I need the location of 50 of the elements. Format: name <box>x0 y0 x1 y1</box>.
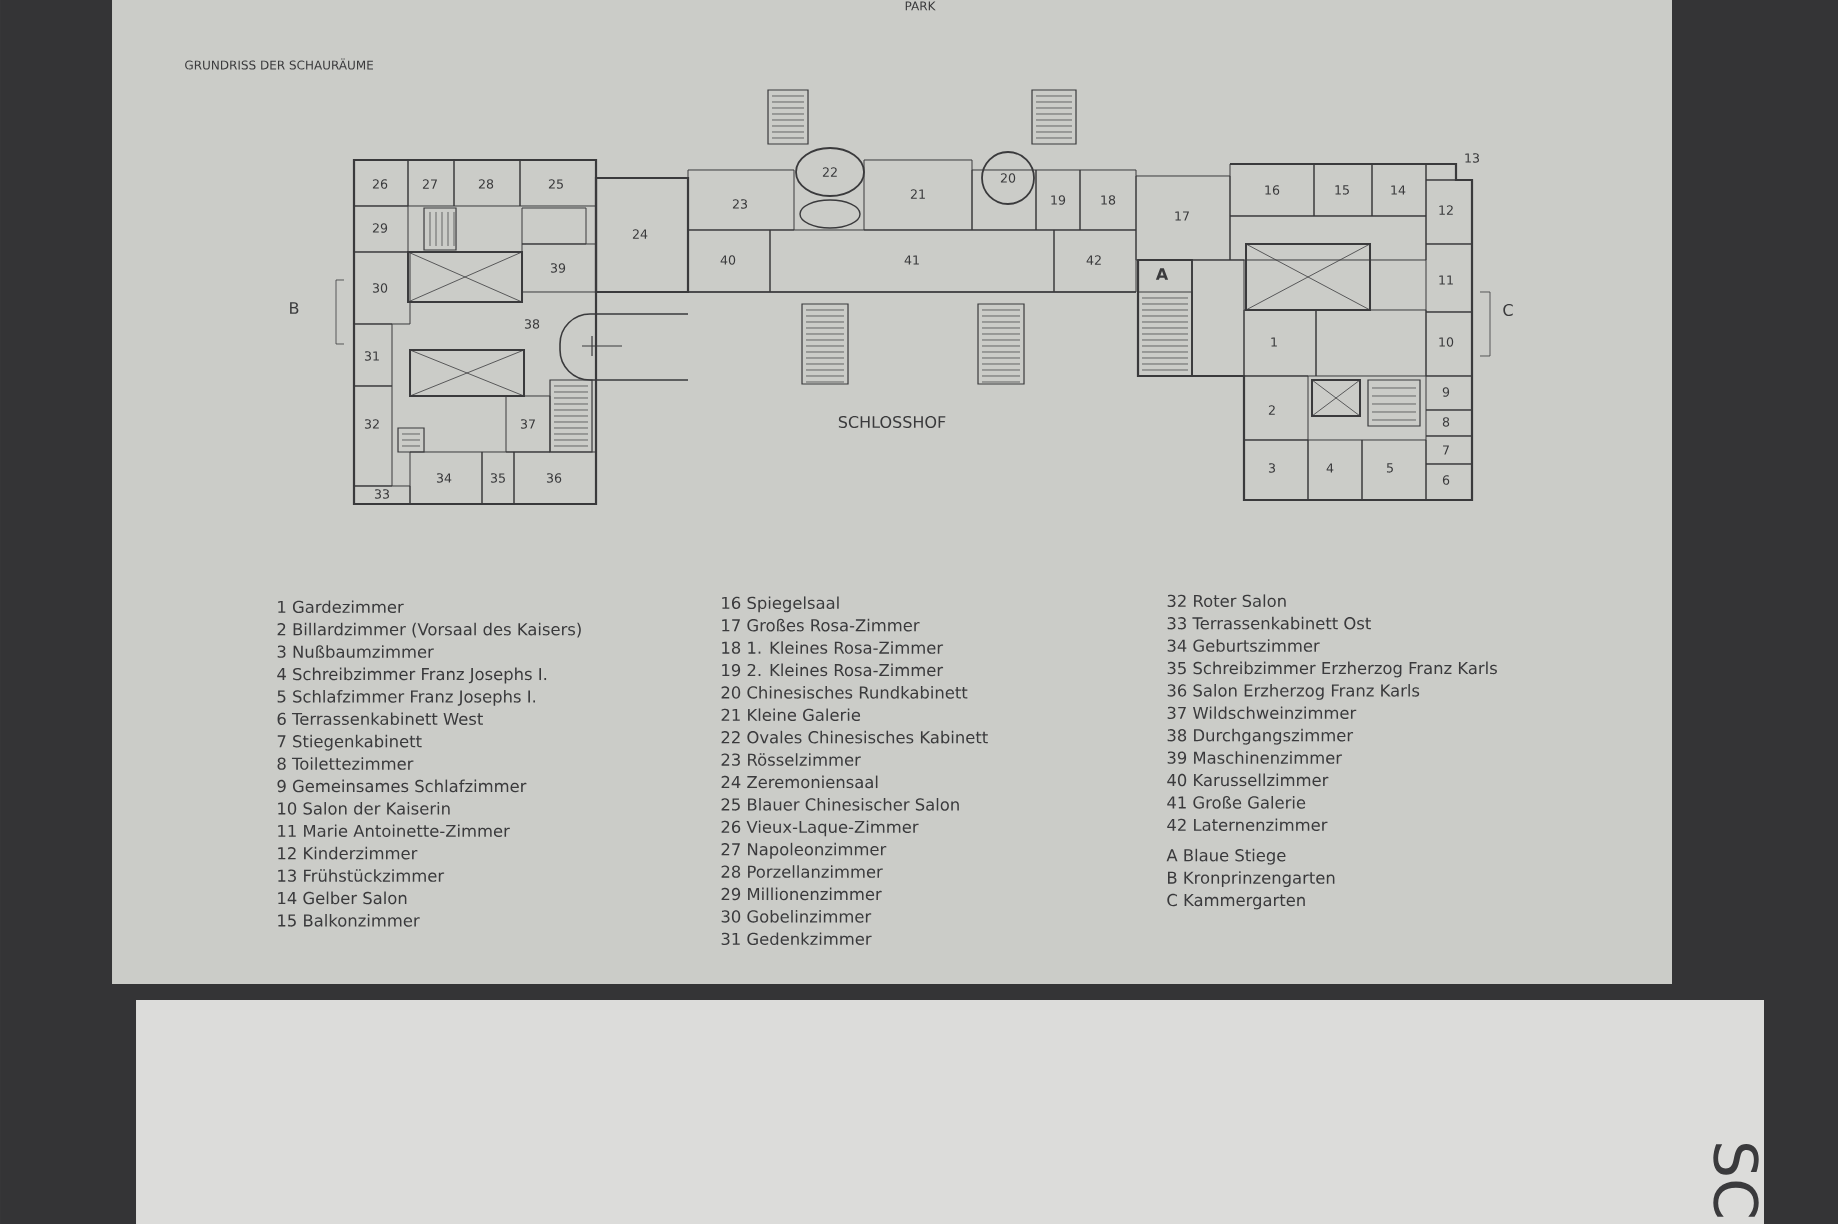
room-key-entry: 11 Marie Antoinette-Zimmer <box>278 824 510 838</box>
room-key-entry: C Kammergarten <box>1167 893 1305 910</box>
room-key-entry: B Kronprinzengarten <box>1168 871 1335 888</box>
room-key-entry: 1 Gardezimmer <box>278 600 404 614</box>
room-key-entry: 4 Schreibzimmer Franz Josephs I. <box>277 667 547 684</box>
room-key-entry: 29 Millionenzimmer <box>721 887 882 901</box>
room-key-entry: 31 Gedenkzimmer <box>721 932 872 946</box>
room-key-entry: 30 Gobelinzimmer <box>721 910 872 923</box>
room-key-entry: 14 Gelber Salon <box>278 891 407 905</box>
room-key-entry: 32 Roter Salon <box>1167 594 1286 608</box>
room-key-entry: 3 Nußbaumzimmer <box>277 645 434 658</box>
cut-off-heading: SC <box>1713 1143 1759 1217</box>
garden-label: B <box>290 302 299 314</box>
room-key-entry: 16 Spiegelsaal <box>722 596 839 613</box>
room-key-entry: 26 Vieux-Laque-Zimmer <box>721 820 919 837</box>
room-key-entry: 9 Gemeinsames Schlafzimmer <box>277 779 527 793</box>
room-key-entry: 22 Ovales Chinesisches Kabinett <box>721 730 988 744</box>
room-key-entry: 19 2. Kleines Rosa-Zimmer <box>722 663 944 677</box>
room-key-entry: 42 Laternenzimmer <box>1167 818 1328 832</box>
room-key-entry: 28 Porzellanzimmer <box>721 865 883 878</box>
room-key-entry: 24 Zeremoniensaal <box>721 775 878 789</box>
room-key-entry: 40 Karussellzimmer <box>1167 773 1329 787</box>
room-key-entry: 38 Durchgangszimmer <box>1167 728 1354 745</box>
room-key-entry: 36 Salon Erzherzog Franz Karls <box>1167 684 1420 700</box>
room-key-entry: 8 Toilettezimmer <box>277 757 414 770</box>
room-key-entry: 18 1. Kleines Rosa-Zimmer <box>722 641 944 654</box>
courtyard-label: SCHLOSSHOF <box>838 415 946 429</box>
room-key-entry: 35 Schreibzimmer Erzherzog Franz Karls <box>1167 661 1497 678</box>
room-key-entry: A Blaue Stiege <box>1166 848 1286 865</box>
room-key-entry: 20 Chinesisches Rundkabinett <box>721 686 968 699</box>
room-key-entry: 39 Maschinenzimmer <box>1167 751 1342 764</box>
garden-label: C <box>1503 303 1513 317</box>
room-key-entry: 34 Geburtszimmer <box>1167 639 1320 652</box>
room-key-entry: 27 Napoleonzimmer <box>721 842 887 859</box>
room-number: A <box>1155 268 1169 280</box>
room-key-entry: 5 Schlafzimmer Franz Josephs I. <box>277 690 536 706</box>
room-key-entry: 12 Kinderzimmer <box>278 846 418 860</box>
room-key-entry: 41 Große Galerie <box>1167 796 1306 809</box>
room-key-entry: 10 Salon der Kaiserin <box>278 802 450 815</box>
room-key-entry: 2 Billardzimmer (Vorsaal des Kaisers) <box>277 622 581 638</box>
room-key-entry: 23 Rösselzimmer <box>721 753 861 766</box>
room-key-entry: 33 Terrassenkabinett Ost <box>1167 616 1371 630</box>
room-key-entry: 7 Stiegenkabinett <box>277 734 422 751</box>
room-key-entry: 6 Terrassenkabinett West <box>277 712 483 726</box>
room-key-entry: 17 Großes Rosa-Zimmer <box>722 618 920 632</box>
room-key-entry: 21 Kleine Galerie <box>721 708 861 722</box>
room-key-entry: 15 Balkonzimmer <box>278 914 420 927</box>
room-key-entry: 13 Frühstückzimmer <box>278 869 445 882</box>
room-key-entry: 37 Wildschweinzimmer <box>1167 706 1357 720</box>
room-key-entry: 25 Blauer Chinesischer Salon <box>721 798 959 811</box>
